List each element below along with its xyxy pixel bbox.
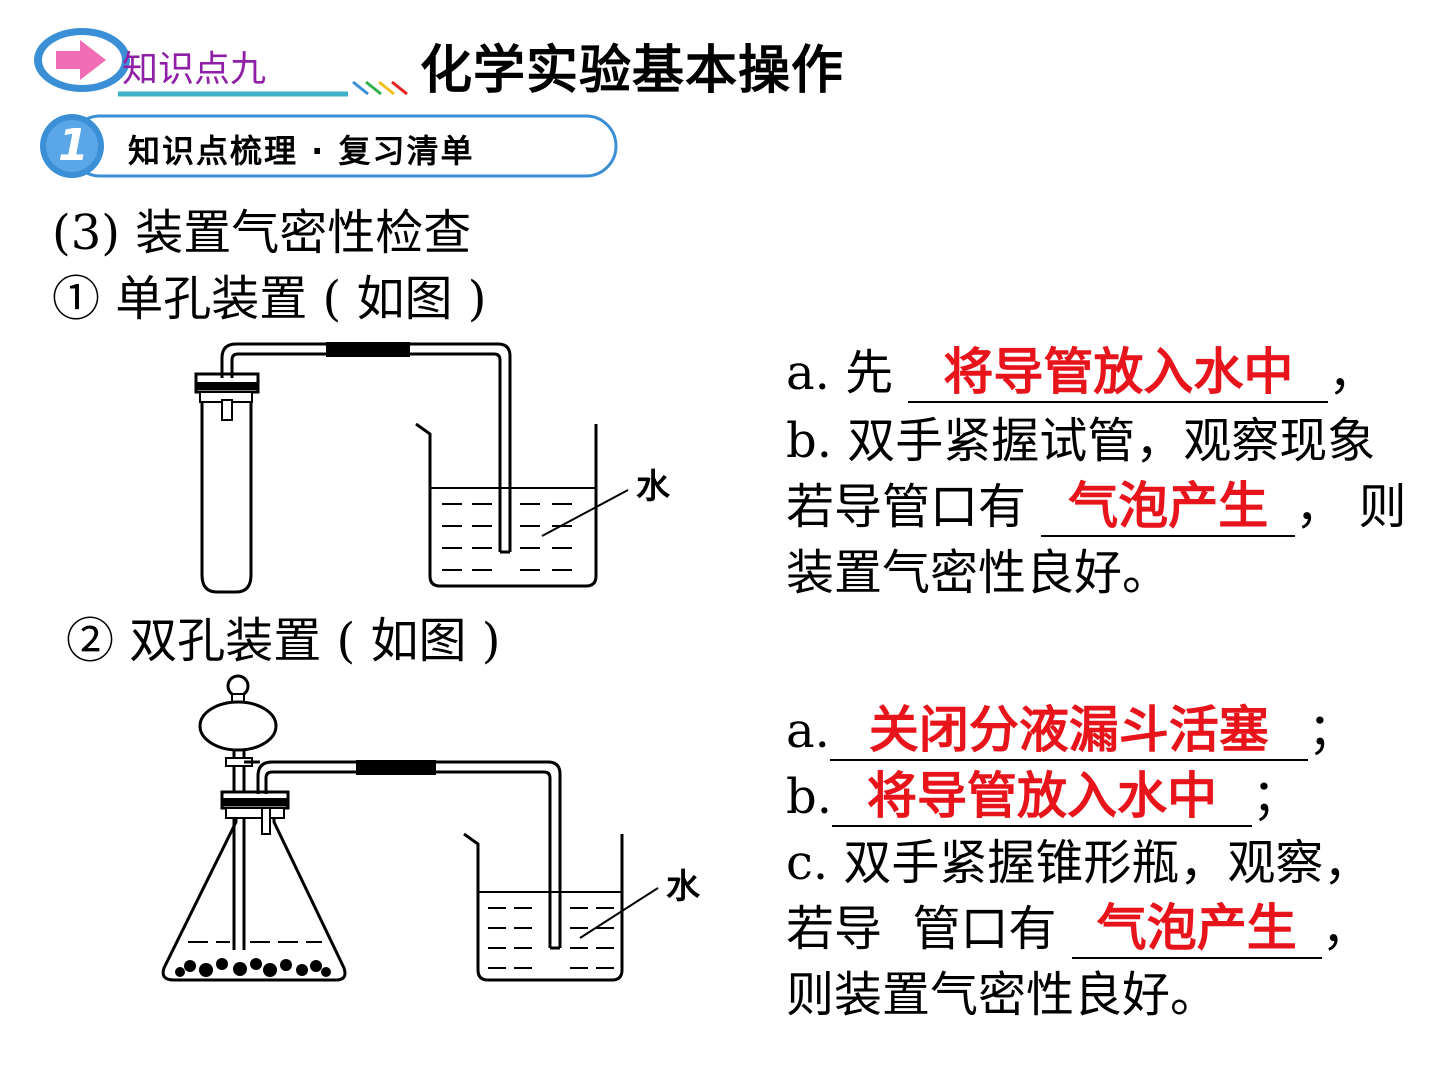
double-b-answer: 将导管放入水中 <box>866 767 1217 825</box>
single-step-c: 若导管口有 气泡产生 ， 则 <box>786 474 1407 540</box>
double-d-prefix: 若导 管口有 <box>786 901 1057 957</box>
double-a-prefix: a. <box>786 703 830 759</box>
section-heading: (3) 装置气密性检查 <box>52 205 472 261</box>
single-c-blank: 气泡产生 <box>1041 477 1296 537</box>
section-label: 知识点九 <box>122 49 267 90</box>
double-hole-label: ② 双孔装置 ( 如图 ) <box>66 613 501 669</box>
double-b-suffix: ； <box>1251 769 1300 825</box>
double-b-prefix: b. <box>786 769 832 825</box>
single-c-answer: 气泡产生 <box>1068 477 1269 535</box>
banner-text: 知识点梳理 · 复习清单 <box>128 132 475 170</box>
single-c-prefix: 若导管口有 <box>786 479 1027 535</box>
double-a-suffix: ； <box>1307 703 1356 759</box>
double-step-b: b. 将导管放入水中 ； <box>786 764 1300 830</box>
single-step-d: 装置气密性良好。 <box>786 545 1171 601</box>
water-label: 水 <box>666 867 701 907</box>
single-hole-label: ① 单孔装置 ( 如图 ) <box>52 271 487 327</box>
double-step-c: c. 双手紧握锥形瓶，观察， <box>786 835 1372 891</box>
banner-shape <box>40 114 618 178</box>
single-a-answer: 将导管放入水中 <box>943 343 1294 401</box>
banner-number: 1 <box>58 120 89 171</box>
water-label: 水 <box>636 467 671 507</box>
single-a-blank: 将导管放入水中 <box>908 343 1329 403</box>
single-step-b: b. 双手紧握试管，观察现象 <box>786 413 1376 469</box>
double-step-a: a. 关闭分液漏斗活塞 ； <box>786 698 1356 764</box>
double-a-answer: 关闭分液漏斗活塞 <box>868 701 1269 759</box>
section-header: 知识点九 <box>28 20 428 100</box>
double-hole-diagram: 水 <box>161 674 701 982</box>
single-a-suffix: ， <box>1328 345 1377 401</box>
double-d-suffix: ， <box>1321 901 1370 957</box>
review-banner: 1 知识点梳理 · 复习清单 <box>30 112 620 180</box>
double-a-blank: 关闭分液漏斗活塞 <box>829 701 1308 761</box>
page-title: 化学实验基本操作 <box>420 41 845 101</box>
double-b-blank: 将导管放入水中 <box>831 767 1252 827</box>
header-underline <box>118 80 408 97</box>
single-hole-diagram: 水 <box>194 342 671 594</box>
double-step-d: 若导 管口有 气泡产生 ， <box>786 896 1370 962</box>
single-step-a: a. 先 将导管放入水中 ， <box>786 340 1376 406</box>
double-d-answer: 气泡产生 <box>1096 899 1297 957</box>
single-a-prefix: a. 先 <box>786 345 894 401</box>
double-step-e: 则装置气密性良好。 <box>786 967 1219 1023</box>
double-d-blank: 气泡产生 <box>1071 899 1322 959</box>
arrow-icon <box>34 28 130 92</box>
single-c-suffix: ， 则 <box>1295 479 1407 535</box>
